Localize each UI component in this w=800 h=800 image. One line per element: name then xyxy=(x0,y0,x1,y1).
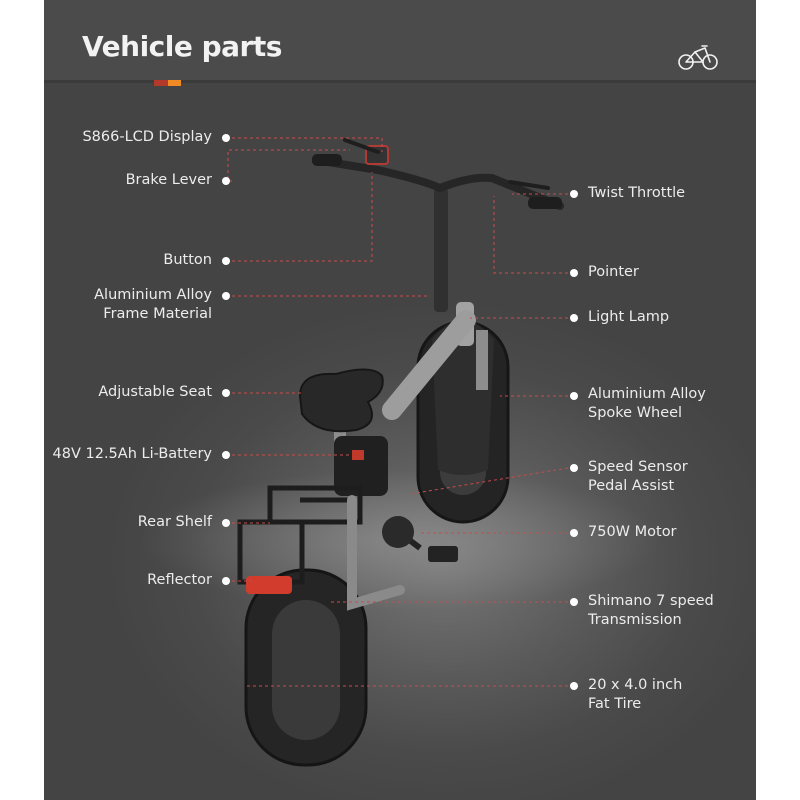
label-reflector: Reflector xyxy=(147,571,212,590)
dot-motor xyxy=(570,529,578,537)
label-line: Aluminium Alloy xyxy=(588,386,706,402)
label-button: Button xyxy=(163,251,212,270)
dot-battery xyxy=(222,451,230,459)
label-battery: 48V 12.5Ah Li-Battery xyxy=(53,445,212,464)
label-line: Speed Sensor xyxy=(588,459,688,475)
pedal xyxy=(428,546,458,562)
label-line: Brake Lever xyxy=(125,172,212,188)
label-line: Frame Material xyxy=(103,306,212,322)
dot-seat xyxy=(222,389,230,397)
label-line: Pedal Assist xyxy=(588,478,675,494)
label-spoke-wheel: Aluminium Alloy Spoke Wheel xyxy=(588,385,706,423)
dot-transmission xyxy=(570,598,578,606)
label-seat: Adjustable Seat xyxy=(98,383,212,402)
leader-pointer xyxy=(493,196,568,274)
chainring xyxy=(382,516,414,548)
dot-button xyxy=(222,257,230,265)
dot-brake-lever xyxy=(222,177,230,185)
label-line: Aluminium Alloy xyxy=(94,287,212,303)
bicycle-icon xyxy=(678,45,718,70)
label-pointer: Pointer xyxy=(588,263,639,282)
label-brake-lever: Brake Lever xyxy=(126,171,212,190)
label-line: Transmission xyxy=(588,612,682,628)
label-motor: 750W Motor xyxy=(588,523,677,542)
leader-lcd-display xyxy=(232,137,383,152)
bike-illustration xyxy=(237,138,564,767)
label-line: S866-LCD Display xyxy=(82,129,212,145)
leader-button xyxy=(232,172,373,262)
label-twist-throttle: Twist Throttle xyxy=(588,184,685,203)
label-line: Twist Throttle xyxy=(588,185,686,201)
label-line: Light Lamp xyxy=(588,309,670,325)
label-line: Button xyxy=(163,252,212,268)
label-line: Shimano 7 speed xyxy=(588,593,714,609)
label-line: Reflector xyxy=(147,572,212,588)
label-line: Pointer xyxy=(588,264,639,280)
title-accent-orange xyxy=(168,80,181,86)
dot-lcd-display xyxy=(222,134,230,142)
battery-pack xyxy=(334,436,388,496)
handlebar xyxy=(312,156,564,210)
dot-frame xyxy=(222,292,230,300)
dot-rear-shelf xyxy=(222,519,230,527)
label-rear-shelf: Rear Shelf xyxy=(138,513,212,532)
dot-twist-throttle xyxy=(570,190,578,198)
label-speed-sensor: Speed Sensor Pedal Assist xyxy=(588,458,688,496)
label-line: Fat Tire xyxy=(588,696,642,712)
dot-spoke-wheel xyxy=(570,392,578,400)
label-line: 48V 12.5Ah Li-Battery xyxy=(52,446,212,462)
front-fork xyxy=(476,330,488,390)
label-line: 750W Motor xyxy=(588,524,677,540)
frame-tube xyxy=(382,310,476,420)
label-frame: Aluminium Alloy Frame Material xyxy=(94,286,212,324)
dot-reflector xyxy=(222,577,230,585)
leader-speed-sensor xyxy=(409,467,569,495)
stem xyxy=(434,188,448,312)
label-fat-tire: 20 x 4.0 inch Fat Tire xyxy=(588,676,682,714)
label-line: Adjustable Seat xyxy=(98,384,212,400)
label-line: Rear Shelf xyxy=(137,514,212,530)
label-transmission: Shimano 7 speed Transmission xyxy=(588,592,714,630)
title-accent-red xyxy=(154,80,168,86)
label-light-lamp: Light Lamp xyxy=(588,308,669,327)
label-line: Spoke Wheel xyxy=(588,405,683,421)
rear-reflector xyxy=(246,576,292,594)
dot-light-lamp xyxy=(570,314,578,322)
seat xyxy=(298,368,384,433)
header-band xyxy=(44,0,756,82)
header-divider xyxy=(44,80,756,83)
label-line: 20 x 4.0 inch xyxy=(588,677,683,693)
page-title: Vehicle parts xyxy=(82,30,282,63)
dot-fat-tire xyxy=(570,682,578,690)
dot-speed-sensor xyxy=(570,464,578,472)
label-lcd-display: S866-LCD Display xyxy=(82,128,212,147)
dot-pointer xyxy=(570,269,578,277)
